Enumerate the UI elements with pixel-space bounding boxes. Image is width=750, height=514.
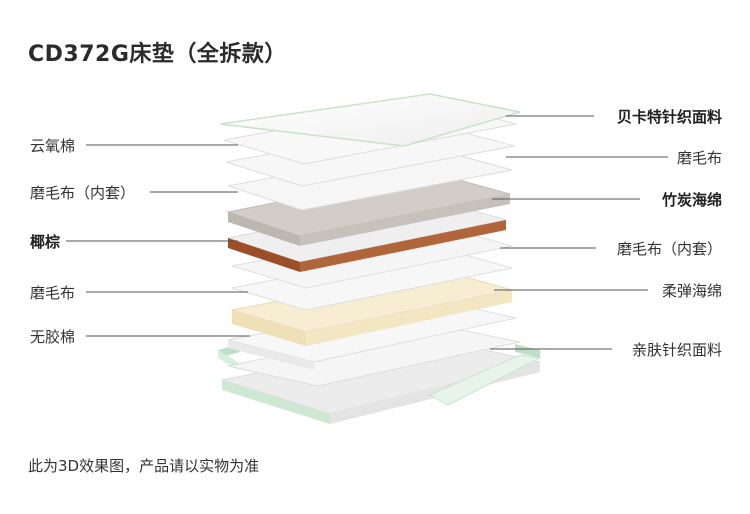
page-title: CD372G床垫（全拆款） [28,42,287,67]
disclaimer-text: 此为3D效果图，产品请以实物为准 [28,457,260,475]
label-bekaert-knit: 贝卡特针织面料 [616,108,722,126]
label-bamboo-charcoal-foam: 竹炭海绵 [661,191,722,209]
label-no-glue-cotton: 无胶棉 [30,328,76,346]
left-leader-lines [66,144,250,337]
label-brushed-fabric-inner: 磨毛布（内套） [30,184,136,202]
bottom-cover-layer [218,337,542,424]
label-brushed-fabric: 磨毛布 [30,284,76,302]
coir-layer [228,238,300,272]
label-coir: 椰棕 [30,233,61,251]
label-brushed-fabric-inner-right: 磨毛布（内套） [616,240,722,258]
label-cloud-cotton: 云氧棉 [30,137,76,155]
label-soft-foam: 柔弹海绵 [661,282,722,300]
label-skin-knit: 亲肤针织面料 [631,341,722,359]
right-leader-lines [490,115,668,350]
label-brushed-fabric-right: 磨毛布 [676,149,722,167]
top-knit-layer [219,93,521,147]
